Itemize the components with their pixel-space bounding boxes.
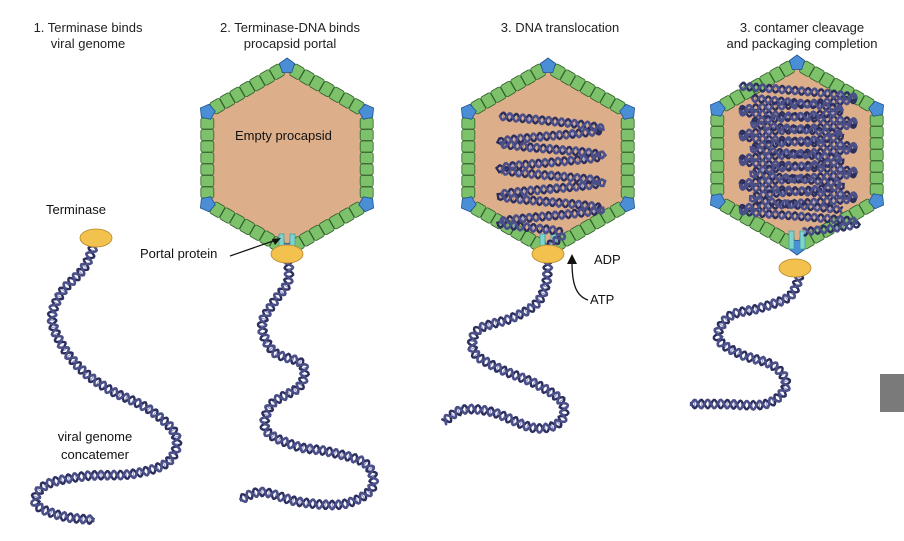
capsid-subunit [360, 130, 373, 141]
dna-step-1 [31, 240, 181, 524]
capsid-subunit [711, 161, 724, 172]
capsid-subunit [711, 127, 724, 138]
dna-strand-front [691, 274, 801, 410]
scrollbar-thumb[interactable] [880, 374, 904, 412]
terminase-step-1 [80, 229, 112, 247]
capsid-subunit [870, 127, 883, 138]
capsid-vertex-subunit [789, 55, 804, 69]
capsid-subunit [621, 164, 634, 175]
capsid-subunit [360, 176, 373, 187]
capsid-subunit [201, 153, 214, 164]
capsid-subunit [711, 184, 724, 195]
portal-protein-label: Portal protein [140, 246, 217, 261]
capsid-subunit [870, 161, 883, 172]
capsid-subunit [870, 138, 883, 149]
capsid-subunit [711, 150, 724, 161]
adp-label: ADP [594, 252, 621, 267]
viral-genome-label-line1: viral genome [30, 428, 160, 446]
capsid-subunit [711, 173, 724, 184]
capsid-subunit [201, 164, 214, 175]
terminase-body [779, 259, 811, 277]
capsid-subunit [621, 153, 634, 164]
terminase-step-2 [271, 245, 303, 263]
capsid-subunit [621, 187, 634, 198]
capsid-subunit [462, 164, 475, 175]
step-1-title-line1: 1. Terminase binds [8, 20, 168, 36]
terminase-label: Terminase [46, 202, 106, 217]
capsid-subunit [621, 141, 634, 152]
step-3-title-line1: 3. DNA translocation [480, 20, 640, 36]
arrow-head [567, 254, 577, 264]
empty-procapsid-label: Empty procapsid [235, 128, 332, 143]
capsid-subunit [462, 153, 475, 164]
step-4-title: 3. contamer cleavage and packaging compl… [712, 20, 892, 52]
step-1-title-line2: viral genome [8, 36, 168, 52]
capsid-subunit [621, 130, 634, 141]
capsid-subunit [201, 187, 214, 198]
step-2-title-line1: 2. Terminase-DNA binds [200, 20, 380, 36]
terminase-body [80, 229, 112, 247]
capsid-subunit [360, 141, 373, 152]
capsid-subunit [870, 173, 883, 184]
capsid-subunit [462, 130, 475, 141]
terminase-step-3 [532, 245, 564, 263]
capsid-subunit [870, 184, 883, 195]
atp-adp-arrow [567, 254, 588, 300]
dna-step-4 [691, 274, 803, 410]
capsid-subunit [621, 176, 634, 187]
capsid-step-2 [200, 58, 373, 258]
capsid-subunit [462, 176, 475, 187]
dna-strand-back [241, 258, 377, 509]
capsid-subunit [201, 176, 214, 187]
terminase-body [271, 245, 303, 263]
terminase-body [532, 245, 564, 263]
capsid-subunit [360, 153, 373, 164]
atp-label: ATP [590, 292, 614, 307]
capsid-subunit [870, 150, 883, 161]
capsid-subunit [870, 115, 883, 126]
capsid-subunit [711, 115, 724, 126]
dna-step-3 [442, 258, 568, 433]
capsid-subunit [360, 164, 373, 175]
dna-strand-front [240, 258, 377, 509]
step-4-title-line1: 3. contamer cleavage [712, 20, 892, 36]
extras-layer [80, 229, 811, 300]
arrow-line [230, 240, 276, 256]
arrow-curve [572, 262, 588, 300]
step-2-title-line2: procapsid portal [200, 36, 380, 52]
capsid-subunit [462, 118, 475, 129]
capsid-subunit [360, 118, 373, 129]
capsid-vertex-subunit [279, 58, 294, 72]
capsid-subunit [201, 130, 214, 141]
step-1-title: 1. Terminase binds viral genome [8, 20, 168, 52]
capsid-subunit [621, 118, 634, 129]
capsid-subunit [201, 118, 214, 129]
terminase-step-4 [779, 259, 811, 277]
capsid-vertex-subunit [540, 58, 555, 72]
step-4-title-line2: and packaging completion [712, 36, 892, 52]
viral-genome-label: viral genome concatemer [30, 428, 160, 464]
capsid-subunit [462, 187, 475, 198]
capsid-subunit [201, 141, 214, 152]
capsid-subunit [462, 141, 475, 152]
step-3-title: 3. DNA translocation [480, 20, 640, 36]
step-2-title: 2. Terminase-DNA binds procapsid portal [200, 20, 380, 52]
portal-ring [789, 231, 794, 249]
viral-genome-label-line2: concatemer [30, 446, 160, 464]
capsid-subunit [360, 187, 373, 198]
capsid-subunit [711, 138, 724, 149]
dna-step-2 [240, 258, 377, 509]
